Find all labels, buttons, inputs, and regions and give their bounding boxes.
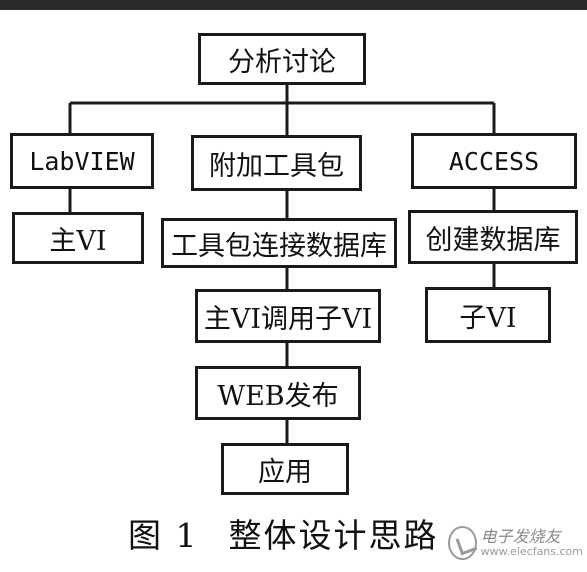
top-border-bar (0, 0, 587, 10)
node-create-db-label: 创建数据库 (425, 224, 561, 256)
node-sub-vi-label: 子VI (459, 302, 517, 334)
node-main-vi: 主VI (12, 212, 144, 264)
figure-number: 图 1 (128, 516, 199, 555)
node-call-sub: 主VI调用子VI (195, 289, 381, 343)
watermark: 电子发烧友 www.elecfans.com (448, 522, 583, 564)
watermark-logo-icon (448, 526, 477, 560)
node-access-label: ACCESS (448, 146, 540, 176)
node-access: ACCESS (411, 133, 577, 189)
node-labview-label: LabVIEW (29, 146, 135, 176)
watermark-site-cn: 电子发烧友 (480, 526, 561, 546)
figure-title: 整体设计思路 (228, 516, 439, 555)
node-analysis: 分析讨论 (198, 33, 366, 85)
node-create-db: 创建数据库 (408, 210, 578, 264)
node-call-sub-label: 主VI调用子VI (203, 303, 373, 335)
node-main-vi-label: 主VI (49, 225, 107, 257)
figure-caption: 图 1 整体设计思路 (128, 510, 468, 556)
node-application: 应用 (221, 443, 349, 495)
node-toolkit-label: 附加工具包 (209, 150, 344, 182)
node-labview: LabVIEW (10, 133, 154, 189)
node-toolkit-db: 工具包连接数据库 (161, 218, 397, 268)
node-web-publish: WEB发布 (195, 366, 361, 420)
watermark-site-en: www.elecfans.com (480, 544, 583, 558)
node-toolkit-db-label: 工具包连接数据库 (171, 230, 387, 262)
node-sub-vi: 子VI (425, 287, 551, 343)
node-application-label: 应用 (258, 456, 312, 488)
node-analysis-label: 分析讨论 (228, 46, 336, 78)
node-web-publish-label: WEB发布 (217, 380, 339, 412)
node-toolkit: 附加工具包 (191, 135, 362, 191)
